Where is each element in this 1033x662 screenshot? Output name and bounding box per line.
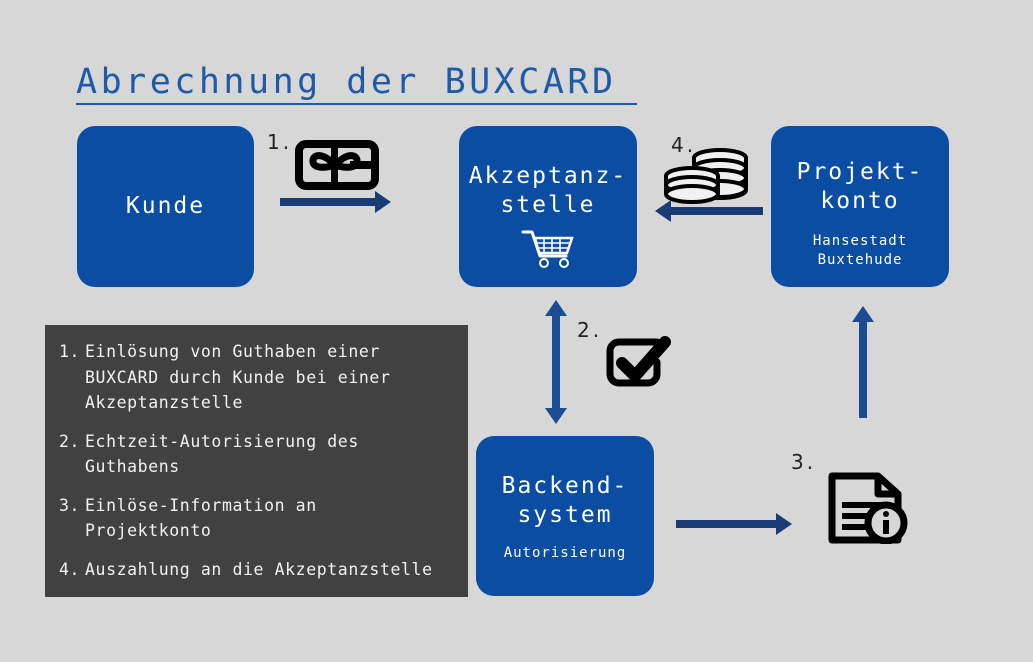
shopping-cart-icon (520, 228, 576, 274)
step-number-3: 3. (791, 450, 817, 474)
node-backendsystem[interactable]: Backend- system Autorisierung (476, 436, 654, 596)
node-projektkonto-sublabel: Hansestadt Buxtehude (812, 233, 908, 268)
node-backendsystem-sublabel: Autorisierung (503, 545, 627, 561)
step-number-1: 1. (267, 130, 293, 154)
node-backendsystem-label: Backend- system (501, 473, 629, 528)
legend-item-number: 3. (59, 495, 81, 515)
title-underline (76, 103, 637, 105)
node-projektkonto[interactable]: Projekt- konto Hansestadt Buxtehude (771, 126, 949, 287)
arrow-step-4 (655, 200, 763, 222)
legend-item-text: Echtzeit-Autorisierung des Guthabens (85, 431, 359, 477)
node-akzeptanzstelle[interactable]: Akzeptanz- stelle (459, 126, 637, 287)
legend-item-text: Auszahlung an die Akzeptanzstelle (85, 559, 433, 579)
page-title: Abrechnung der BUXCARD (76, 62, 617, 102)
legend-item-text: Einlöse-Information an Projektkonto (85, 495, 317, 541)
step-number-4: 4. (671, 133, 697, 157)
coins-icon (664, 148, 748, 214)
legend-item-number: 1. (59, 342, 81, 361)
arrow-step-2 (545, 300, 567, 424)
legend-panel: 1. Einlösung von Guthaben einer BUXCARD … (45, 325, 468, 597)
arrow-step-3 (676, 513, 792, 535)
node-projektkonto-label: Projekt- konto (796, 159, 924, 214)
node-kunde[interactable]: Kunde (77, 126, 254, 287)
legend-item: 4. Auszahlung an die Akzeptanzstelle (59, 557, 456, 583)
checkbox-checked-icon (605, 336, 671, 392)
legend-item: 1. Einlösung von Guthaben einer BUXCARD … (59, 339, 456, 416)
node-kunde-label: Kunde (125, 193, 206, 219)
arrow-step-1 (280, 191, 391, 213)
node-akzeptanzstelle-label: Akzeptanz- stelle (468, 163, 628, 218)
gift-card-icon (295, 140, 379, 194)
legend-item: 2. Echtzeit-Autorisierung des Guthabens (59, 429, 456, 480)
document-info-icon (820, 472, 912, 548)
legend-item-text: Einlösung von Guthaben einer BUXCARD dur… (85, 342, 391, 412)
arrow-step-3-vertical (852, 306, 874, 418)
legend-item-number: 4. (59, 559, 81, 579)
legend-item-number: 2. (59, 431, 81, 451)
step-number-2: 2. (577, 318, 603, 342)
legend-item: 3. Einlöse-Information an Projektkonto (59, 493, 456, 544)
